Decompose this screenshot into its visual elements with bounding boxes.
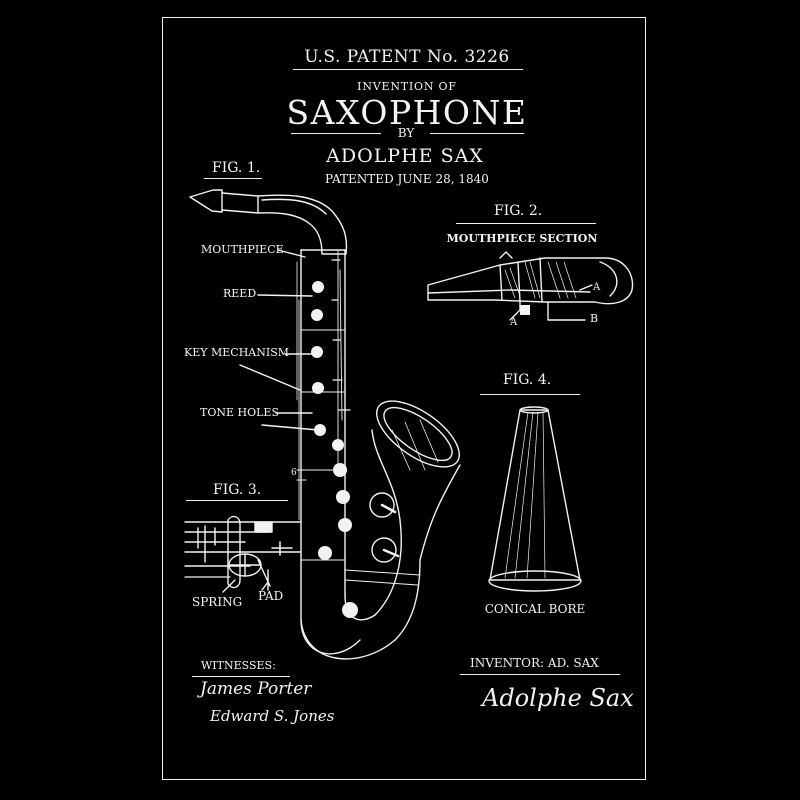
fig3-pad: PAD (258, 589, 284, 603)
leader-mouthpiece (277, 249, 306, 258)
witness-signature-1: James Porter (200, 679, 312, 699)
patent-number: U.S. PATENT No. 3226 (304, 47, 510, 67)
sax-neck (257, 194, 348, 255)
sax-key-pads (311, 281, 358, 618)
inventor-label: INVENTOR: AD. SAX (470, 656, 599, 670)
callout-key-mechanism: KEY MECHANISM (184, 346, 290, 359)
sax-reed-ligature (221, 192, 259, 214)
invention-of-label: INVENTION OF (357, 80, 457, 93)
key-lever (227, 515, 241, 589)
fig4-label: FIG. 4. (503, 372, 552, 388)
sax-mouthpiece (189, 189, 223, 213)
fig1-rule (204, 178, 262, 179)
callout-tone-holes: TONE HOLES (200, 406, 279, 419)
fig3-rule (186, 500, 288, 501)
fig3-spring: SPRING (192, 595, 243, 609)
fig2-label: FIG. 2. (494, 203, 543, 219)
witnesses-label: WITNESSES: (201, 659, 276, 672)
sax-bell-outer (419, 464, 461, 561)
witnesses-rule (192, 676, 290, 677)
inventor-name: ADOLPHE SAX (326, 145, 484, 167)
fig2-rule (456, 223, 596, 224)
sax-bell-rim (376, 400, 460, 468)
by-label: BY (397, 126, 415, 140)
witness-signature-2: Edward S. Jones (210, 707, 335, 725)
fig4-caption: CONICAL BORE (484, 602, 586, 616)
leader-reed (257, 294, 313, 297)
title-rule-left (291, 133, 381, 134)
patented-date: PATENTED JUNE 28, 1840 (325, 172, 489, 186)
inventor-rule (460, 674, 620, 675)
saxophone-drawing (189, 189, 461, 660)
sax-body-left (300, 249, 361, 655)
fig1-marker: 6 (291, 468, 297, 478)
title-rule-right (430, 133, 524, 134)
fig2-mark-b: B (590, 312, 599, 325)
sax-bow-outer (300, 559, 421, 660)
callout-reed: REED (223, 287, 257, 300)
mouthpiece-section-drawing (427, 251, 634, 321)
inventor-signature: Adolphe Sax (482, 684, 634, 712)
invention-title: SAXOPHONE (286, 93, 528, 132)
fig2-mark-a-right: A (593, 282, 601, 293)
sax-large-key-1 (369, 492, 395, 518)
callout-mouthpiece: MOUTHPIECE (201, 243, 284, 256)
poster-frame (162, 17, 646, 780)
sax-bell-inner (371, 429, 402, 616)
sax-large-key-2 (371, 537, 397, 563)
sax-bow-inner (344, 594, 376, 621)
conical-bore-drawing (488, 406, 582, 592)
fig3-label: FIG. 3. (213, 482, 262, 498)
fig4-rule (480, 394, 580, 395)
fig2-title: MOUTHPIECE SECTION (446, 232, 598, 245)
fig1-label: FIG. 1. (212, 160, 261, 176)
key-detail-drawing (184, 515, 301, 593)
header-rule-top (293, 69, 523, 70)
leader-tone-holes (261, 412, 319, 431)
leader-key-mechanism (239, 353, 313, 391)
fig2-mark-a-bottom: A (510, 317, 518, 328)
